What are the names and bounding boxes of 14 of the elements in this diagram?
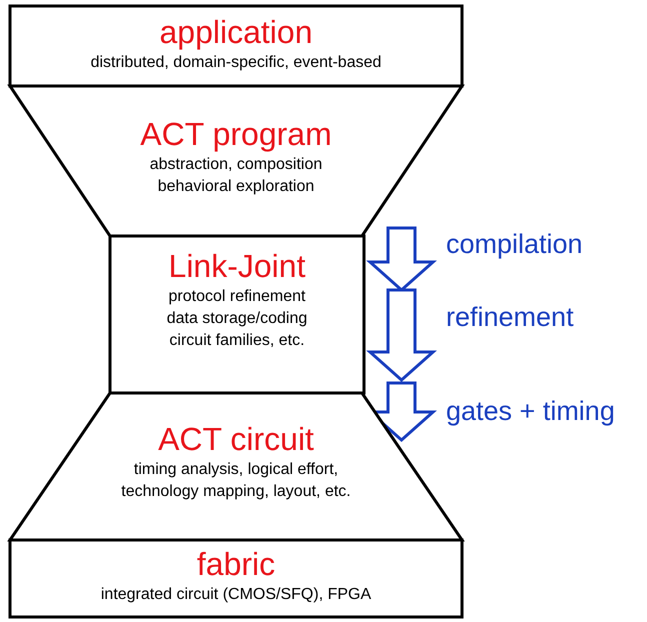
edge-label: refinement xyxy=(446,301,574,333)
layer-title: application xyxy=(158,14,314,50)
edge-label: compilation xyxy=(446,228,583,260)
layer-title: Link-Joint xyxy=(168,248,306,284)
layer-title: ACT circuit xyxy=(157,421,315,457)
layer-description: timing analysis, logical effort, technology mapping, layout, etc. xyxy=(120,460,352,502)
layer-description: protocol refinement data storage/coding circuit families, etc. xyxy=(166,287,308,351)
layer-description: integrated circuit (CMOS/SFQ), FPGA xyxy=(100,585,372,605)
layer-title: fabric xyxy=(196,546,276,582)
layer-title: ACT program xyxy=(139,116,333,152)
block-arrow xyxy=(366,288,437,382)
edge-label: gates + timing xyxy=(446,395,615,427)
layer-description: distributed, domain-specific, event-based xyxy=(90,53,382,73)
layer-description: abstraction, composition behavioral exploration xyxy=(148,155,324,197)
